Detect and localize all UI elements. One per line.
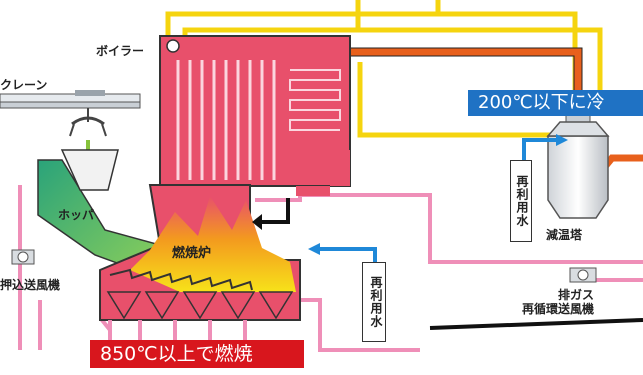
crane-label: クレーン	[0, 78, 48, 92]
recirc-fan-label-line1: 排ガス	[558, 288, 595, 302]
push-fan-label: 押込送風機	[0, 278, 61, 292]
boiler	[99, 35, 351, 321]
push-fan-icon	[11, 249, 35, 265]
cooling-tower	[522, 111, 610, 219]
boiler-label: ボイラー	[96, 44, 145, 58]
cooling-tower-label: 減温塔	[546, 228, 583, 242]
furnace-label: 燃焼炉	[172, 246, 212, 261]
burn-temp-banner: 850℃以上で燃焼	[90, 340, 304, 368]
recirc-fan-icon	[569, 267, 597, 283]
bottom-duct	[429, 318, 643, 330]
hopper-label: ホッパ	[58, 208, 95, 222]
cooling-temp-banner: 200℃以下に冷	[468, 90, 643, 116]
recirc-fan-label-line2: 再循環送風機	[522, 302, 595, 316]
reuse-water-label-furnace: 再利用水	[362, 262, 386, 342]
reuse-water-label-tower: 再利用水	[510, 160, 532, 242]
